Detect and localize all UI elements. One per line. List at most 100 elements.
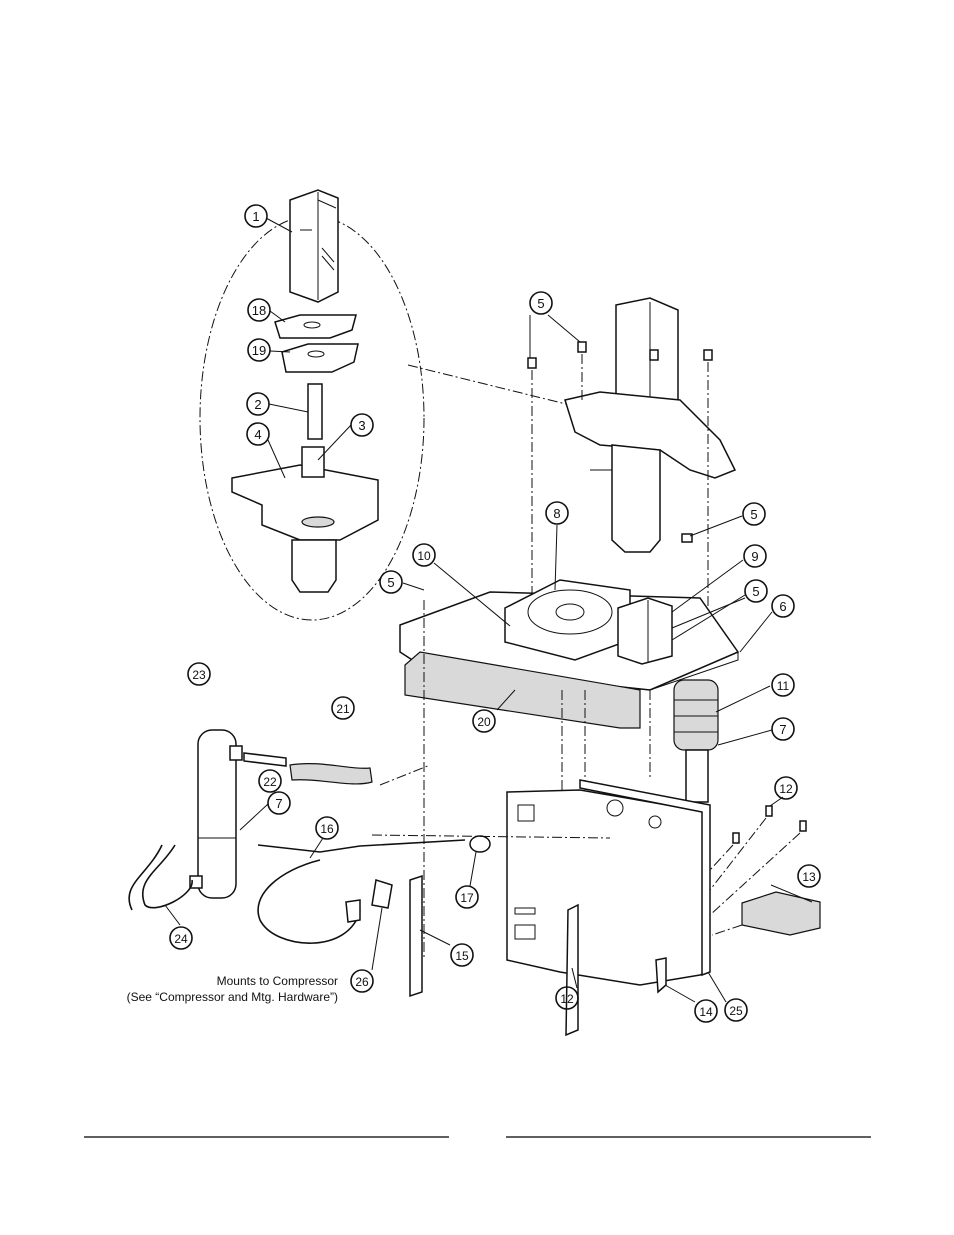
callout-14: 14 xyxy=(694,999,718,1023)
svg-text:3: 3 xyxy=(358,418,365,433)
leader-lines xyxy=(164,217,813,1003)
svg-text:5: 5 xyxy=(750,507,757,522)
svg-text:4: 4 xyxy=(254,427,261,442)
clamp-17 xyxy=(469,835,491,853)
callout-markers: 1 18 19 2 3 4 5 5 5 5 8 9 10 6 11 7 7 23… xyxy=(169,204,821,1023)
muffler-part xyxy=(673,679,719,803)
callout-16: 16 xyxy=(315,816,339,840)
svg-text:23: 23 xyxy=(192,668,206,682)
svg-text:25: 25 xyxy=(729,1004,743,1018)
svg-text:21: 21 xyxy=(336,702,350,716)
callout-5-left: 5 xyxy=(379,570,403,594)
callout-8: 8 xyxy=(545,501,569,525)
screw-set-top xyxy=(527,341,713,369)
note-line-2: (See “Compressor and Mtg. Hardware”) xyxy=(127,990,338,1004)
axis-line xyxy=(379,764,431,786)
callout-4: 4 xyxy=(246,422,270,446)
axis-line xyxy=(711,924,743,936)
bracket-15 xyxy=(409,874,423,998)
base-housing-part xyxy=(231,446,379,593)
filter-housing-assembly xyxy=(564,297,737,553)
callout-13: 13 xyxy=(797,864,821,888)
hose-24-outer xyxy=(128,844,163,911)
callout-1: 1 xyxy=(244,204,268,228)
svg-text:19: 19 xyxy=(252,343,266,358)
callout-6: 6 xyxy=(771,594,795,618)
callout-12-bottom: 12 xyxy=(555,986,579,1010)
svg-text:5: 5 xyxy=(537,296,544,311)
svg-text:5: 5 xyxy=(752,584,759,599)
callout-10: 10 xyxy=(412,543,436,567)
screw-12 xyxy=(765,805,773,817)
svg-text:26: 26 xyxy=(355,975,369,989)
tubing-16 xyxy=(257,839,466,853)
callout-9: 9 xyxy=(743,544,767,568)
callout-26: 26 xyxy=(350,969,374,993)
callout-22: 22 xyxy=(258,769,282,793)
connector-26 xyxy=(371,879,393,909)
callout-17: 17 xyxy=(455,885,479,909)
svg-text:8: 8 xyxy=(553,506,560,521)
axis-line xyxy=(709,844,734,871)
callout-7-right: 7 xyxy=(771,717,795,741)
svg-text:7: 7 xyxy=(275,796,282,811)
svg-text:16: 16 xyxy=(320,822,334,836)
svg-text:20: 20 xyxy=(477,715,491,729)
svg-text:6: 6 xyxy=(779,599,786,614)
callout-21: 21 xyxy=(331,696,355,720)
svg-text:9: 9 xyxy=(751,549,758,564)
svg-text:12: 12 xyxy=(560,992,574,1006)
svg-text:5: 5 xyxy=(387,575,394,590)
svg-text:12: 12 xyxy=(779,782,793,796)
callout-18: 18 xyxy=(247,298,271,322)
svg-text:15: 15 xyxy=(455,949,469,963)
callout-11: 11 xyxy=(771,673,795,697)
callout-5-top: 5 xyxy=(529,291,553,315)
svg-text:11: 11 xyxy=(777,679,790,693)
callout-3: 3 xyxy=(350,413,374,437)
hose-24 xyxy=(142,844,193,909)
rear-panel-part xyxy=(506,779,711,986)
callout-19: 19 xyxy=(247,338,271,362)
gasket-hole xyxy=(303,321,321,329)
svg-text:13: 13 xyxy=(802,870,816,884)
callout-25: 25 xyxy=(724,998,748,1022)
svg-text:10: 10 xyxy=(417,549,431,563)
filter-cartridge-part xyxy=(289,189,339,303)
clip-part xyxy=(655,957,667,994)
callout-15: 15 xyxy=(450,943,474,967)
connector-26b xyxy=(345,899,361,923)
mounting-plate-part xyxy=(281,343,359,373)
gasket-plate-part xyxy=(274,314,357,339)
detail-view-outline xyxy=(199,215,425,621)
callout-2: 2 xyxy=(246,392,270,416)
svg-text:24: 24 xyxy=(174,932,188,946)
foam-pad-part xyxy=(404,651,641,729)
note-line-1: Mounts to Compressor xyxy=(217,974,338,988)
detail-leader-line xyxy=(407,364,571,406)
fitting-22 xyxy=(243,752,287,767)
tube-part xyxy=(307,383,323,440)
svg-text:22: 22 xyxy=(263,775,277,789)
valve-bracket-part xyxy=(617,597,673,665)
accumulator-tank-part xyxy=(189,729,243,899)
side-screw xyxy=(681,533,693,543)
axis-line xyxy=(709,832,801,916)
foam-block-part xyxy=(741,891,821,936)
tubing-16-loop xyxy=(257,859,361,944)
screw-12 xyxy=(732,832,740,844)
callout-23: 23 xyxy=(187,662,211,686)
callout-20: 20 xyxy=(472,709,496,733)
hose-21 xyxy=(289,762,373,785)
callout-5-mid: 5 xyxy=(744,579,768,603)
screw-12 xyxy=(799,820,807,832)
mounting-plate-hole xyxy=(307,350,325,358)
callout-12-right: 12 xyxy=(774,776,798,800)
axis-line xyxy=(709,817,767,891)
svg-text:17: 17 xyxy=(460,891,474,905)
callout-5-right: 5 xyxy=(742,502,766,526)
callout-7-left: 7 xyxy=(267,791,291,815)
svg-text:2: 2 xyxy=(254,397,261,412)
svg-text:1: 1 xyxy=(252,209,259,224)
